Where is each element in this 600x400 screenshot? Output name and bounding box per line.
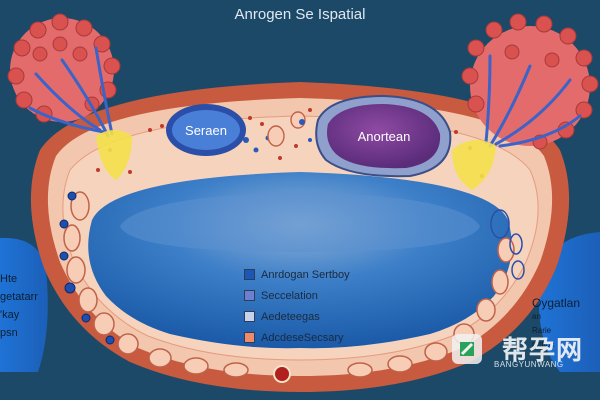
right-wall-vessels [490, 209, 525, 280]
right-side-text: Oygatlan an Rarie prthoc [532, 296, 600, 352]
legend-swatch [244, 290, 255, 301]
left-wall-cells [63, 191, 249, 378]
right-fimbria-yellow [452, 139, 496, 190]
legend-swatch [244, 332, 255, 343]
legend-item: AdcdeseSecsary [244, 327, 350, 348]
left-ovary-lobe [7, 13, 121, 123]
left-side-line: 'kay [0, 309, 20, 321]
legend-label: Anrdogan Sertboy [261, 268, 350, 281]
left-node-label: Seraen [185, 123, 227, 138]
left-side-line: Hte [0, 273, 18, 285]
diagram-title: Anrogen Se Ispatial [234, 6, 366, 23]
right-side-line: an [532, 312, 541, 321]
left-node-inner [172, 110, 240, 150]
right-side-line: Oygatlan [532, 296, 581, 310]
watermark-sub-text: BANGYUNWANG [494, 360, 564, 369]
right-node-inner [327, 104, 441, 169]
watermark: 帮孕网 BANGYUNWANG [450, 330, 590, 370]
legend-label: Seccelation [261, 289, 318, 302]
left-wall-blue-cells [59, 191, 115, 345]
legend-swatch [244, 269, 255, 280]
left-fimbria-yellow [96, 130, 132, 180]
left-side-line: getatarr [0, 291, 38, 303]
bottom-junction-node [273, 365, 291, 383]
legend-item: Seccelation [244, 285, 350, 306]
left-fimbria-vessels [28, 46, 114, 138]
left-side-mass [0, 237, 48, 372]
right-side-line: Rarie [532, 326, 552, 335]
legend-item: Aedeteegas [244, 306, 350, 327]
right-fimbria-vessels [484, 54, 582, 148]
legend-label: Aedeteegas [261, 310, 320, 323]
left-side-line: psn [0, 327, 18, 339]
legend-swatch [244, 311, 255, 322]
watermark-logo-text: 帮孕网 [502, 335, 584, 365]
right-node-label: Anortean [358, 129, 411, 144]
watermark-logo-mark [452, 334, 482, 364]
legend: Anrdogan Sertboy Seccelation Aedeteegas … [244, 264, 350, 348]
right-side-line: prthoc [532, 340, 555, 349]
left-side-text: Hte getatarr 'kay psn [0, 270, 38, 342]
cavity-inner-shadow [120, 192, 480, 252]
legend-label: AdcdeseSecsary [261, 331, 344, 344]
right-ovary-lobe [461, 13, 599, 150]
legend-item: Anrdogan Sertboy [244, 264, 350, 285]
